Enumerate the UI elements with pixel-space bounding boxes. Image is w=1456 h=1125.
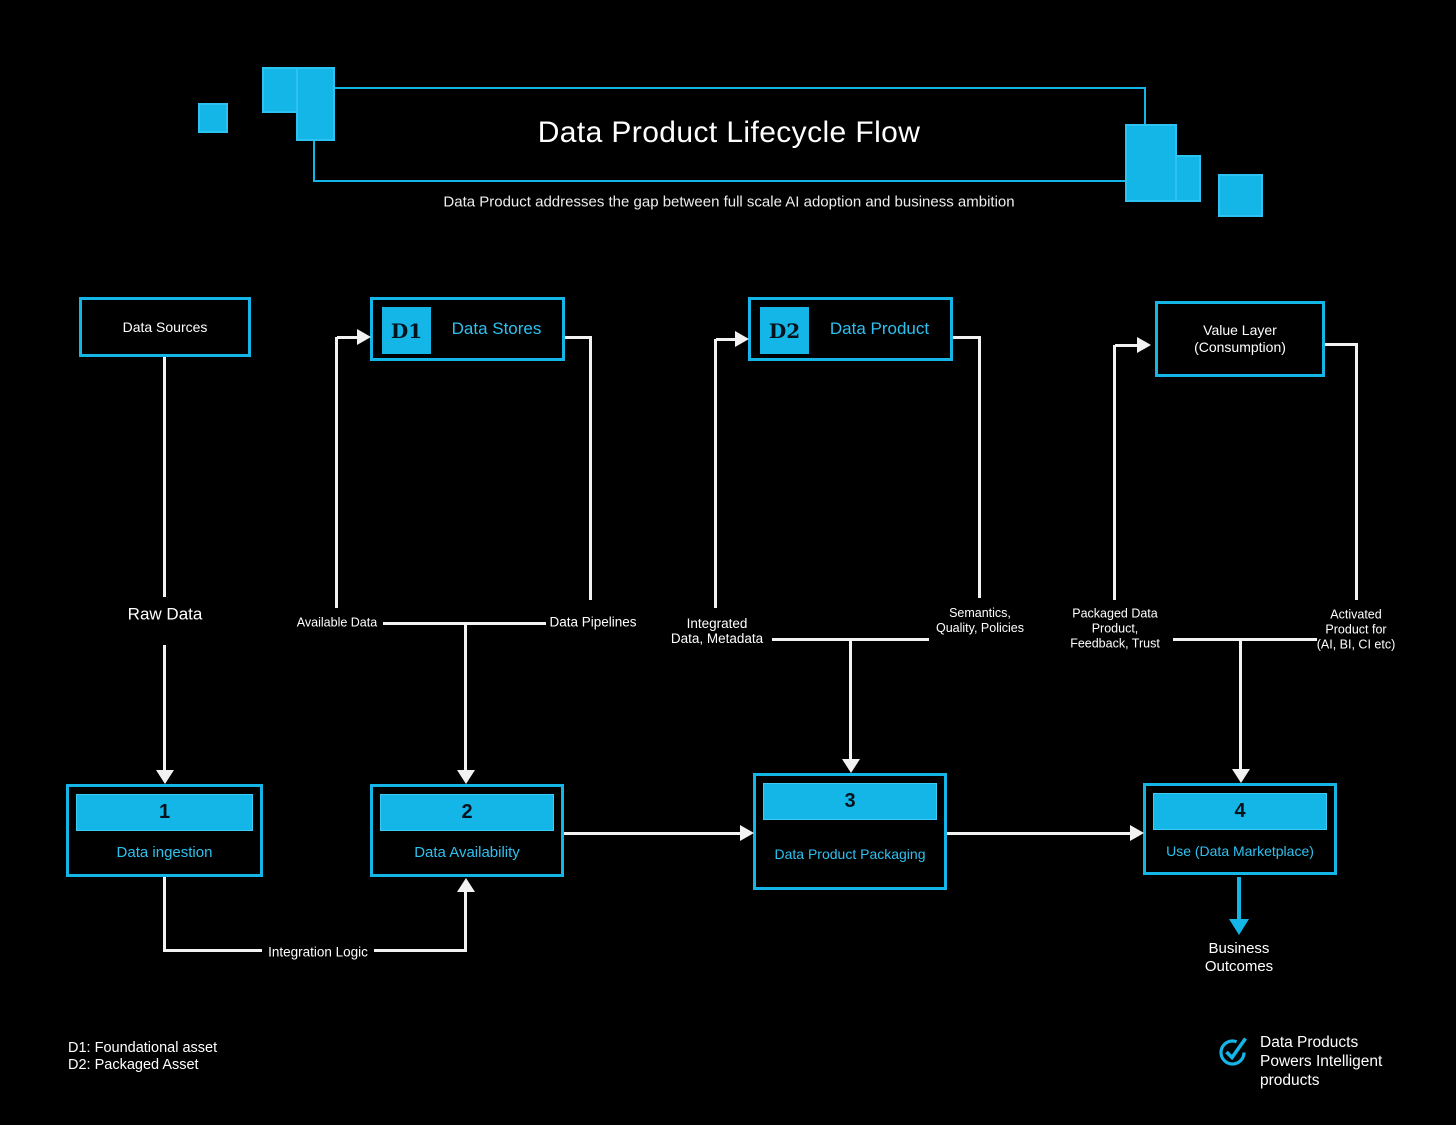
legend-d1: D1: Foundational asset <box>68 1040 218 1056</box>
step4-drop-vline <box>1239 638 1242 770</box>
packaged-hline <box>1115 344 1137 347</box>
check-circle-icon <box>1216 1033 1252 1090</box>
step3-label: Data Product Packaging <box>774 845 926 862</box>
step2-to-step3-hline <box>564 832 740 835</box>
data-pipelines-label: Data Pipelines <box>549 614 637 630</box>
data-product-label: Data Product <box>829 319 930 338</box>
step3-number: 3 <box>763 783 937 820</box>
feedback-hline-left <box>165 949 262 952</box>
footer-logo-text: Data Products Powers Intelligent product… <box>1260 1034 1383 1089</box>
packaged-product-label: Packaged Data Product, Feedback, Trust <box>1070 606 1160 651</box>
available-data-vline <box>335 337 338 608</box>
step2-box: 2 Data Availability <box>370 784 564 877</box>
arrow-into-step3-top-icon <box>842 759 860 773</box>
page-subtitle: Data Product addresses the gap between f… <box>443 193 1015 211</box>
business-outcomes-label: Business Outcomes <box>1204 940 1274 975</box>
arrow-into-d1-icon <box>357 329 371 345</box>
semantics-exit-hline <box>953 336 980 339</box>
data-stores-label: Data Stores <box>451 319 542 338</box>
pipelines-exit-hline <box>565 336 591 339</box>
integrated-data-label: Integrated Data, Metadata <box>670 616 764 646</box>
outcome-vline <box>1237 877 1241 921</box>
semantics-label: Semantics, Quality, Policies <box>936 606 1024 635</box>
raw-data-line-lower <box>163 645 166 771</box>
value-layer-box: Value Layer (Consumption) <box>1155 301 1325 377</box>
step3-to-step4-hline <box>947 832 1130 835</box>
value-exit-hline <box>1325 343 1358 346</box>
decor-square <box>296 67 335 141</box>
right-mid-hline <box>1173 638 1317 641</box>
d1-badge: D1 <box>382 307 431 354</box>
decor-square <box>1125 124 1177 202</box>
step2-drop-vline <box>464 622 467 771</box>
footer-logo: Data Products Powers Intelligent product… <box>1216 1033 1382 1090</box>
step1-number: 1 <box>76 794 253 831</box>
legend-d2: D2: Packaged Asset <box>68 1057 199 1073</box>
step4-number: 4 <box>1153 793 1327 830</box>
packaged-vline <box>1113 345 1116 600</box>
decor-square <box>1218 174 1263 217</box>
available-data-label: Available Data <box>296 615 378 630</box>
d2-badge: D2 <box>760 307 809 354</box>
arrow-into-step3-left-icon <box>740 825 754 841</box>
data-sources-label: Data Sources <box>122 318 208 335</box>
step4-label: Use (Data Marketplace) <box>1166 843 1314 859</box>
data-product-box: D2 Data Product <box>748 297 953 361</box>
arrow-into-d2-icon <box>735 331 749 347</box>
activated-vline <box>1355 343 1358 600</box>
pipelines-vline <box>589 336 592 600</box>
arrow-into-value-layer-icon <box>1137 337 1151 353</box>
arrow-business-outcomes-icon <box>1229 919 1249 935</box>
data-stores-box: D1 Data Stores <box>370 297 565 361</box>
step3-drop-vline <box>849 638 852 760</box>
step2-label: Data Availability <box>414 844 520 861</box>
legend: D1: Foundational asset D2: Packaged Asse… <box>68 1040 217 1074</box>
feedback-hline-right <box>374 949 466 952</box>
arrow-into-step1-icon <box>156 770 174 784</box>
value-layer-label: Value Layer (Consumption) <box>1194 322 1286 355</box>
semantics-vline <box>978 336 981 598</box>
arrow-into-step2-bottom-icon <box>457 878 475 892</box>
available-data-hline <box>337 336 357 339</box>
step1-label: Data ingestion <box>116 844 213 861</box>
feedback-vline-down <box>163 877 166 952</box>
page-title: Data Product Lifecycle Flow <box>537 116 921 149</box>
step4-box: 4 Use (Data Marketplace) <box>1143 783 1337 875</box>
raw-data-line-upper <box>163 357 166 597</box>
feedback-vline-up <box>464 891 467 952</box>
arrow-into-step2-top-icon <box>457 770 475 784</box>
step2-number: 2 <box>380 794 554 831</box>
integrated-vline <box>714 339 717 608</box>
step1-box: 1 Data ingestion <box>66 784 263 877</box>
decor-square <box>1175 155 1201 202</box>
step3-box: 3 Data Product Packaging <box>753 773 947 890</box>
data-sources-box: Data Sources <box>79 297 251 357</box>
arrow-into-step4-top-icon <box>1232 769 1250 783</box>
integrated-hline <box>716 338 735 341</box>
activated-product-label: Activated Product for (AI, BI, CI etc) <box>1316 607 1396 652</box>
decor-square <box>198 103 228 133</box>
integration-logic-label: Integration Logic <box>268 944 368 960</box>
arrow-into-step4-left-icon <box>1130 825 1144 841</box>
raw-data-label: Raw Data <box>127 604 203 624</box>
